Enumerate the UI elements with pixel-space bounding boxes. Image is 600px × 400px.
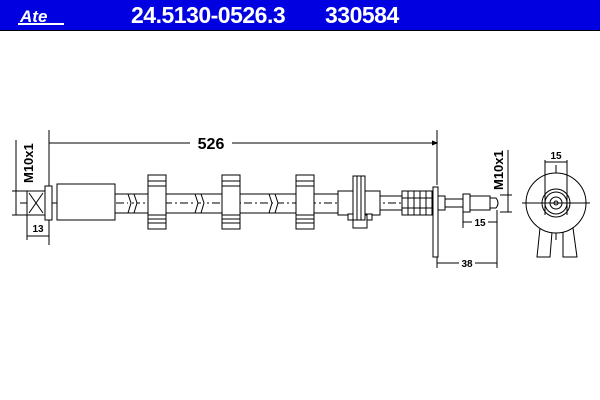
left-thread-dimension: M10x1 <box>12 140 36 216</box>
left-fitting <box>26 183 116 221</box>
end-view: 15 <box>525 151 587 258</box>
hose-clip <box>295 174 315 230</box>
right-fitting-label: 15 <box>474 218 486 229</box>
hose-clip <box>221 174 241 230</box>
end-view-width-label: 15 <box>550 151 562 162</box>
right-offset-label: 38 <box>461 259 473 270</box>
left-nut-dimension: 13 <box>26 215 49 240</box>
right-fitting <box>401 186 499 258</box>
right-thread-label: M10x1 <box>491 150 506 190</box>
hose-clip <box>147 174 167 230</box>
length-label: 526 <box>198 136 225 153</box>
right-thread-dimension: M10x1 <box>491 150 512 213</box>
ate-logo: Ate <box>18 7 64 26</box>
brand-text: Ate <box>19 7 47 26</box>
right-fitting-dimension: 15 <box>462 210 498 268</box>
bracket <box>337 175 381 229</box>
left-nut-label: 13 <box>32 224 44 235</box>
part-number: 24.5130-0526.3 <box>131 2 286 28</box>
reference-number: 330584 <box>325 2 399 28</box>
left-thread-label: M10x1 <box>21 143 36 183</box>
right-offset-dimension: 38 <box>436 257 497 270</box>
header-bar: Ate 24.5130-0526.3 330584 <box>0 0 600 31</box>
